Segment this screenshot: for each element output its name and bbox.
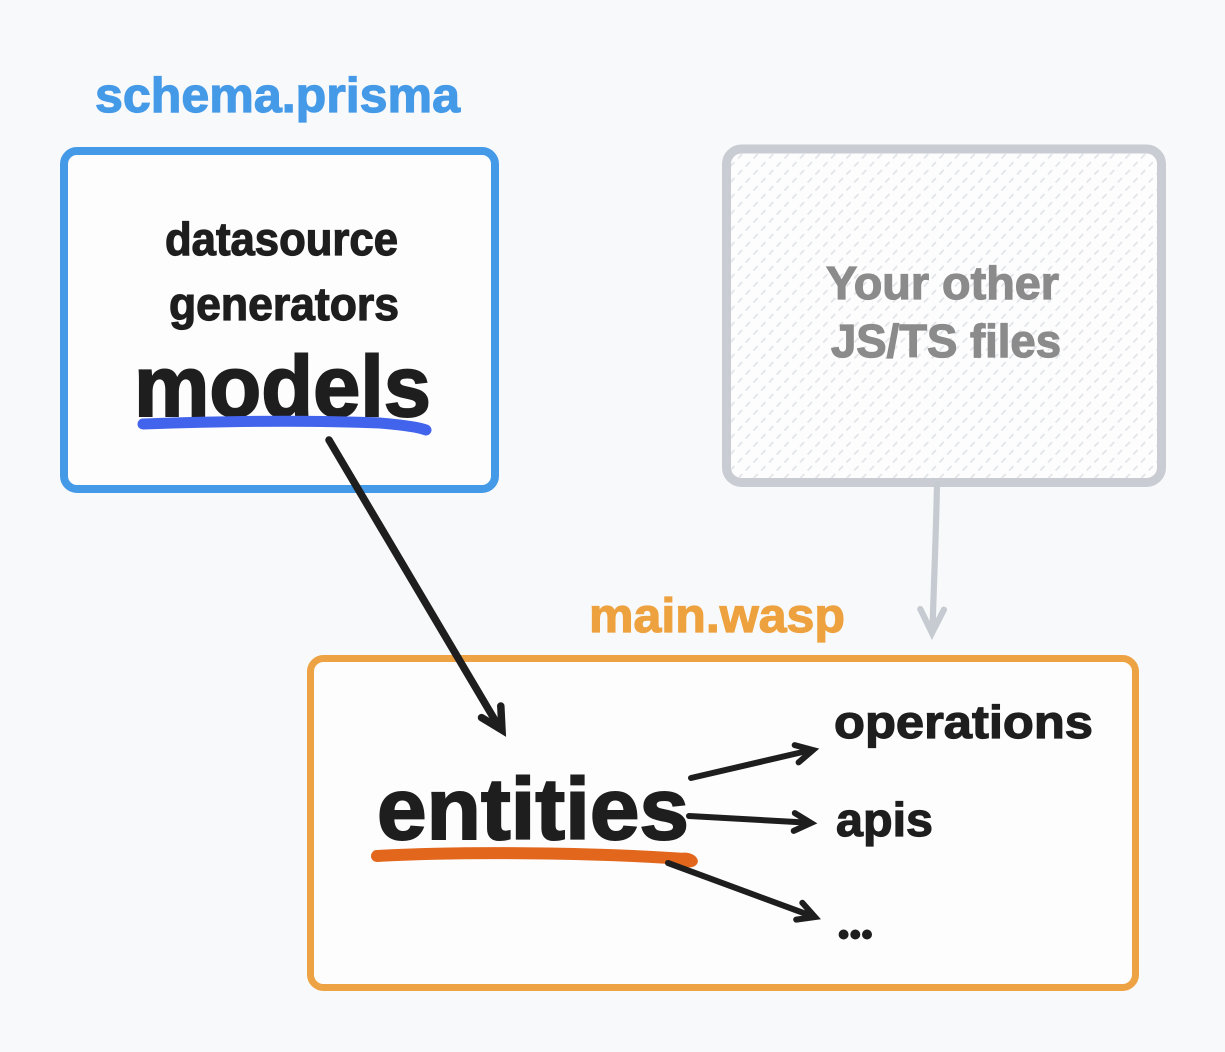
svg-text:schema.prisma: schema.prisma [95, 69, 461, 123]
svg-text:main.wasp: main.wasp [589, 590, 845, 643]
svg-text:datasource: datasource [165, 213, 398, 265]
svg-text:JS/TS files: JS/TS files [831, 315, 1061, 367]
svg-text:operations: operations [834, 696, 1093, 748]
svg-text:apis: apis [836, 793, 933, 846]
svg-text:generators: generators [169, 278, 399, 330]
svg-text:Your other: Your other [826, 257, 1059, 309]
svg-text:entities: entities [377, 761, 689, 858]
